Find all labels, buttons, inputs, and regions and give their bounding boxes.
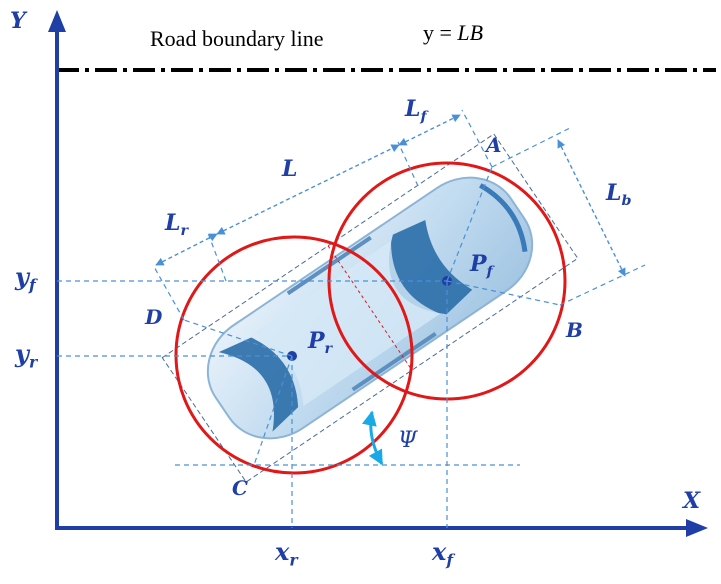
dimension-Lr-label: Lr: [165, 210, 189, 239]
corner-A-label: A: [486, 133, 502, 157]
yr-tick-label: yr: [15, 339, 38, 372]
dimension-Lf-label: Lf: [405, 96, 427, 125]
rear-circle: [174, 235, 414, 475]
car: [161, 133, 579, 483]
road-boundary-equation: y = LB: [423, 20, 484, 45]
yf-tick-label: yf: [15, 262, 36, 295]
front-point-label: Pf: [470, 251, 493, 280]
road-boundary-caption: Road boundary line: [150, 26, 324, 51]
dimension-arrows: [155, 114, 626, 277]
dimension-Lb-label: Lb: [606, 180, 632, 209]
rear-point-label: Pr: [308, 328, 333, 357]
yaw-angle-label: Ψ: [398, 428, 418, 453]
roof: [254, 240, 441, 406]
y-axis: [48, 10, 66, 528]
x-axis: [55, 519, 708, 537]
y-axis-label: Y: [10, 8, 26, 34]
corner-B-label: B: [566, 318, 583, 342]
guide-lines: [57, 109, 646, 528]
xf-tick-label: xf: [432, 537, 454, 570]
x-axis-label: X: [683, 488, 701, 514]
rear-window: [218, 337, 299, 432]
corner-C-label: C: [232, 476, 248, 500]
xr-tick-label: xr: [275, 537, 298, 570]
windshield: [389, 220, 473, 315]
dimension-L-label: L: [282, 156, 298, 182]
corner-D-label: D: [145, 305, 163, 329]
yaw-angle-arrow: [362, 410, 384, 466]
